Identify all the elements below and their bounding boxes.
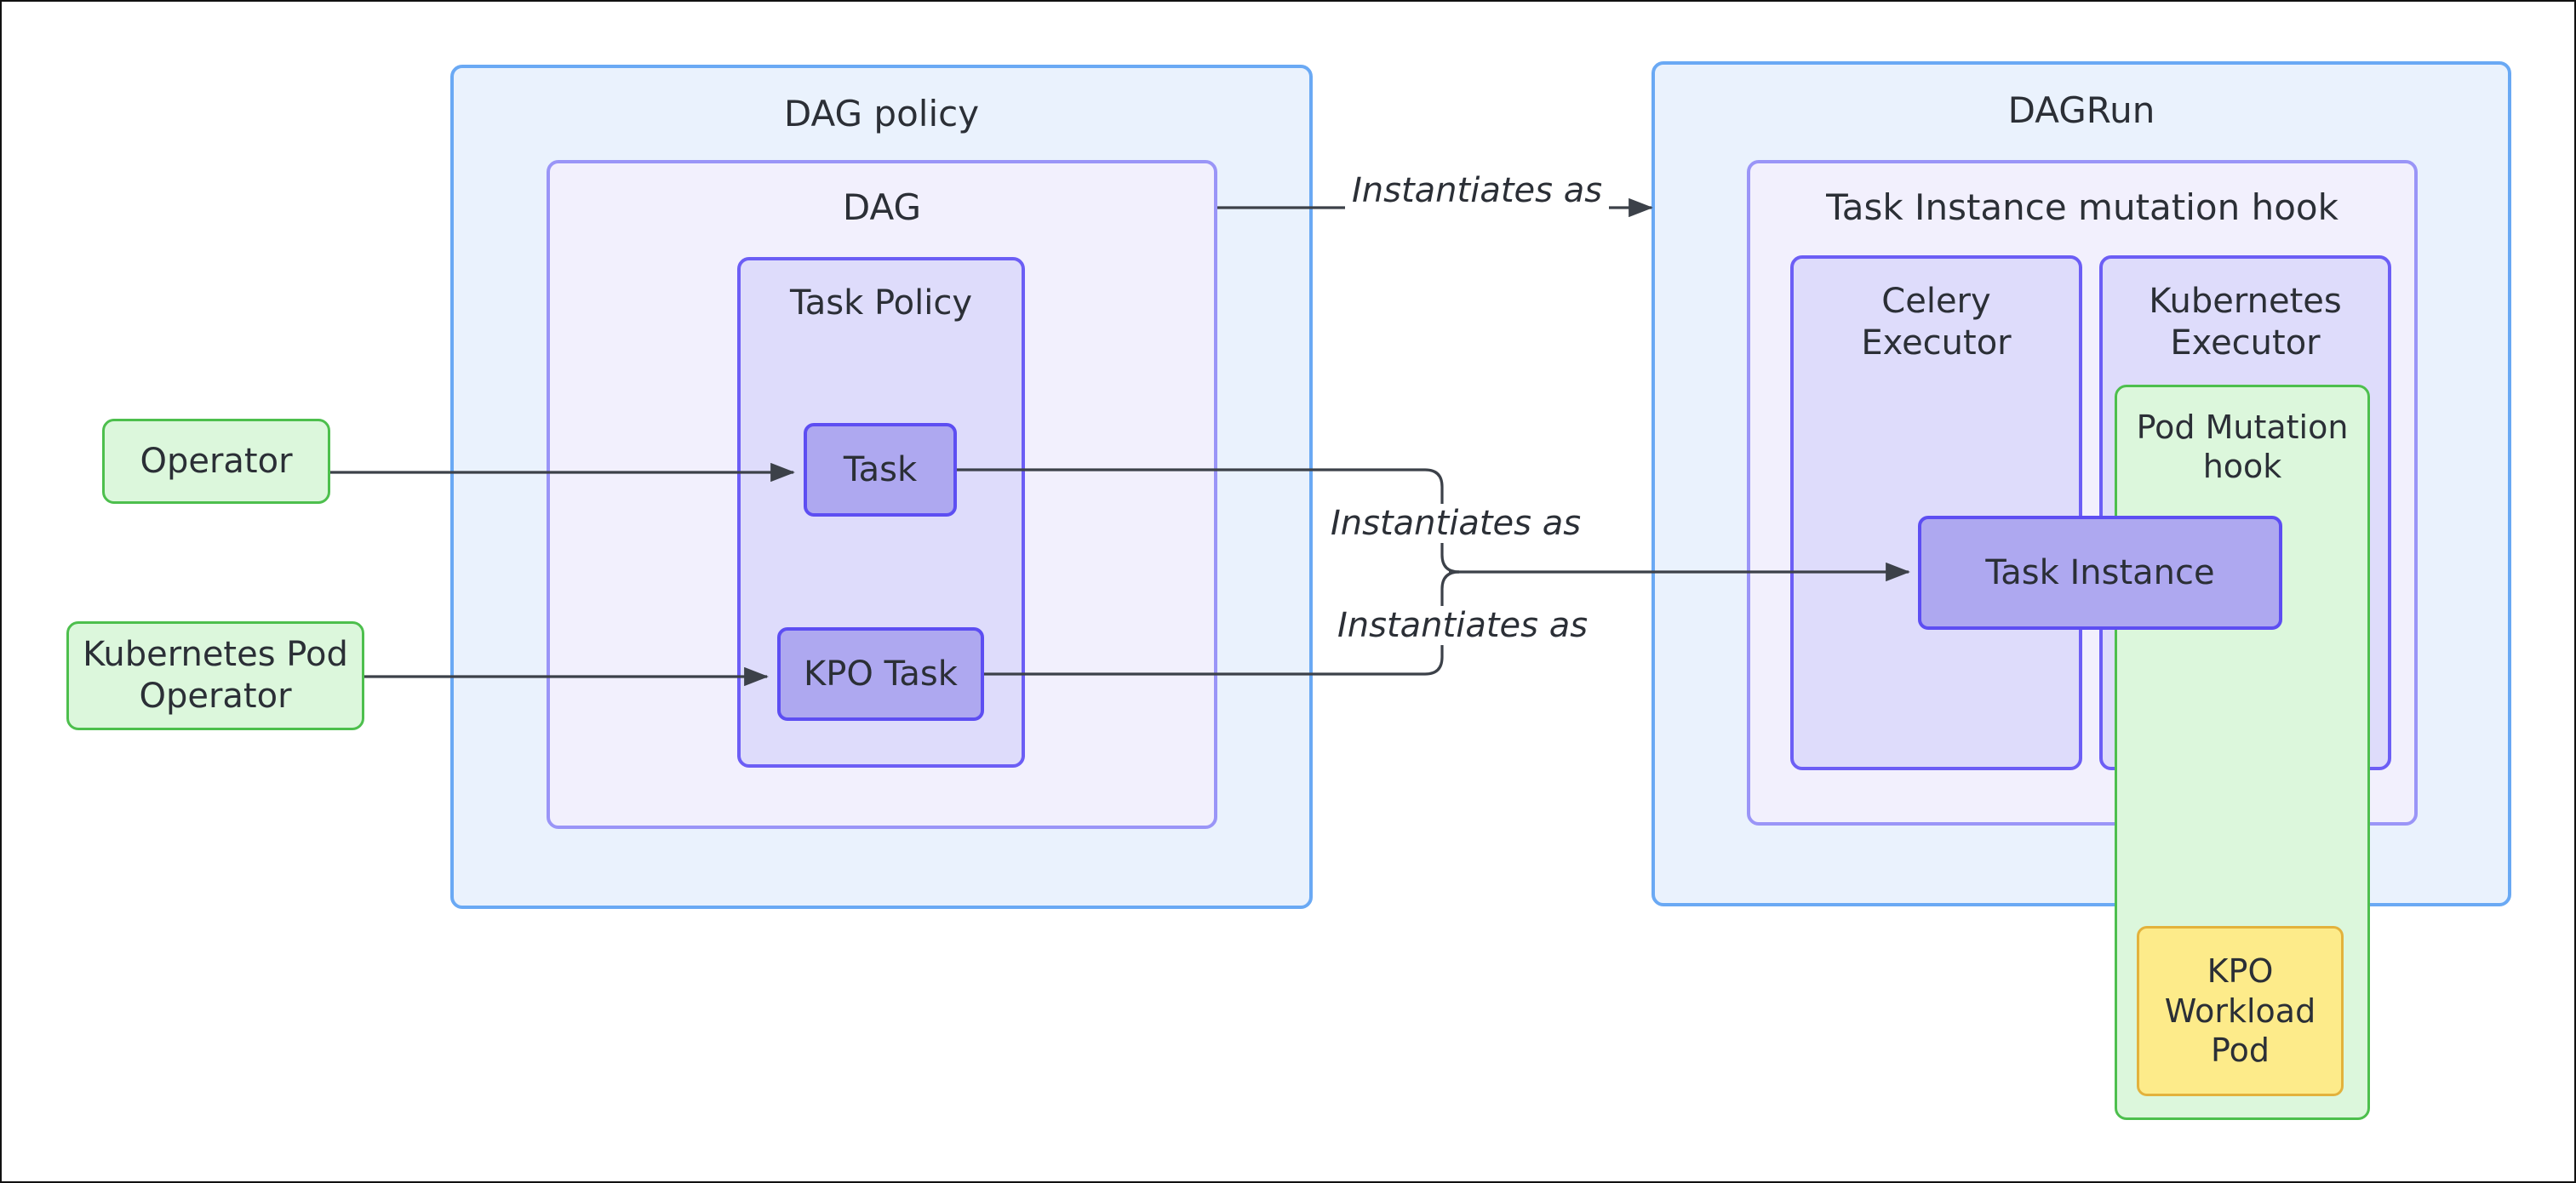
- node-kpo-task-label: KPO Task: [804, 654, 958, 694]
- edge-label-dag-to-dagrun: Instantiates as: [1345, 171, 1610, 210]
- node-kubernetes-pod-operator-label: Kubernetes Pod Operator: [83, 635, 348, 716]
- edge-label-task-to-task-instance: Instantiates as: [1324, 504, 1589, 543]
- container-celery-executor[interactable]: Celery Executor: [1790, 255, 2082, 770]
- container-task-instance-mutation-hook-label: Task Instance mutation hook: [1826, 186, 2338, 228]
- container-kubernetes-executor-label: Kubernetes Executor: [2149, 282, 2342, 363]
- container-dag-policy-label: DAG policy: [783, 93, 980, 134]
- container-dag-label: DAG: [842, 186, 922, 228]
- node-operator[interactable]: Operator: [102, 419, 330, 504]
- node-kubernetes-pod-operator[interactable]: Kubernetes Pod Operator: [66, 621, 364, 730]
- edge-label-kpo-task-to-task-instance: Instantiates as: [1331, 606, 1595, 645]
- node-kpo-workload-pod-label: KPO Workload Pod: [2164, 952, 2316, 1070]
- node-task[interactable]: Task: [804, 423, 957, 517]
- container-pod-mutation-hook-label: Pod Mutation hook: [2136, 409, 2349, 486]
- node-kpo-workload-pod[interactable]: KPO Workload Pod: [2137, 926, 2344, 1096]
- container-celery-executor-label: Celery Executor: [1861, 282, 2012, 363]
- node-task-instance[interactable]: Task Instance: [1918, 516, 2282, 630]
- container-task-policy-label: Task Policy: [789, 283, 973, 323]
- container-dagrun-label: DAGRun: [2007, 89, 2155, 131]
- node-operator-label: Operator: [140, 441, 293, 481]
- node-task-instance-label: Task Instance: [1985, 552, 2215, 592]
- node-kpo-task[interactable]: KPO Task: [777, 627, 984, 721]
- node-task-label: Task: [843, 449, 918, 489]
